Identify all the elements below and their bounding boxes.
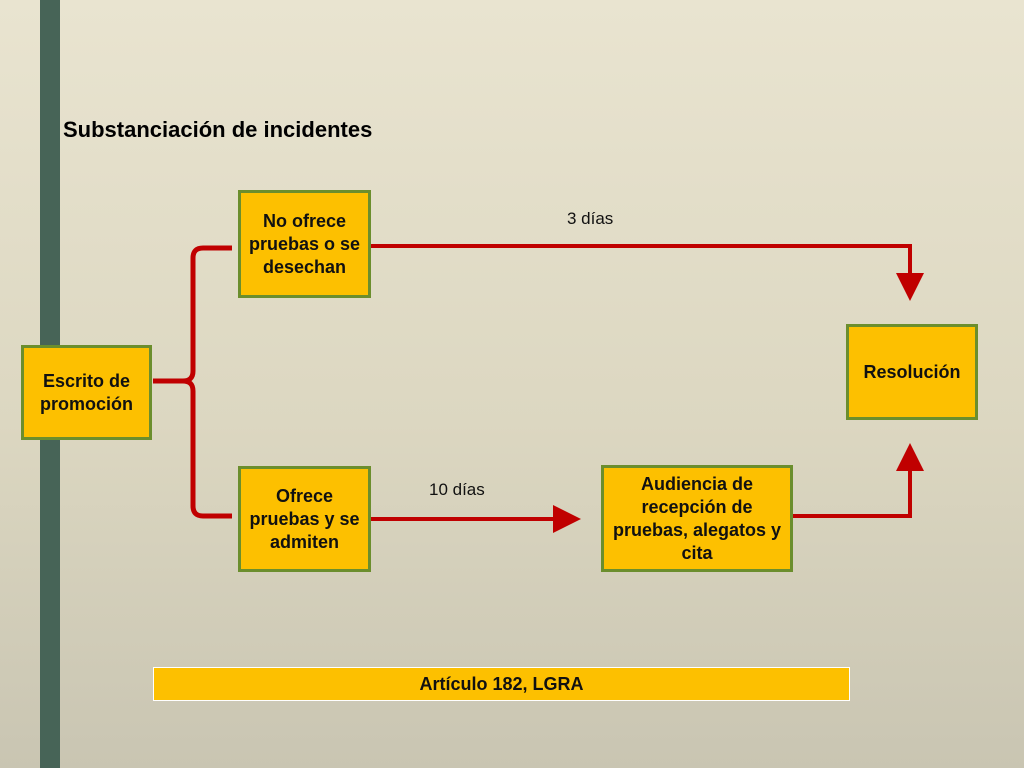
node-escrito-label: Escrito de promoción bbox=[40, 370, 133, 414]
node-no-ofrece-pruebas: No ofrece pruebas o se desechan bbox=[238, 190, 371, 298]
node-resolucion-label: Resolución bbox=[863, 361, 961, 382]
slide-title: Substanciación de incidentes bbox=[63, 117, 373, 142]
node-ofrece-pruebas: Ofrece pruebas y se admiten bbox=[238, 466, 371, 572]
article-reference-bar: Artículo 182, LGRA bbox=[153, 667, 850, 701]
article-reference-label: Artículo 182, LGRA bbox=[419, 673, 584, 694]
node-resolucion: Resolución bbox=[846, 324, 978, 420]
edge-label-3-dias: 3 días bbox=[567, 209, 614, 228]
node-no-ofrece-label: No ofrece pruebas o se desechan bbox=[248, 210, 361, 277]
node-escrito-de-promocion: Escrito de promoción bbox=[21, 345, 152, 440]
edge-label-10-dias: 10 días bbox=[429, 480, 485, 499]
node-audiencia: Audiencia de recepción de pruebas, alega… bbox=[601, 465, 793, 572]
node-ofrece-label: Ofrece pruebas y se admiten bbox=[249, 485, 360, 552]
brace-connector bbox=[153, 245, 232, 519]
node-audiencia-label: Audiencia de recepción de pruebas, alega… bbox=[612, 473, 782, 563]
arrow-no-ofrece-to-resolucion bbox=[371, 244, 924, 301]
arrow-audiencia-to-resolucion bbox=[793, 443, 924, 518]
